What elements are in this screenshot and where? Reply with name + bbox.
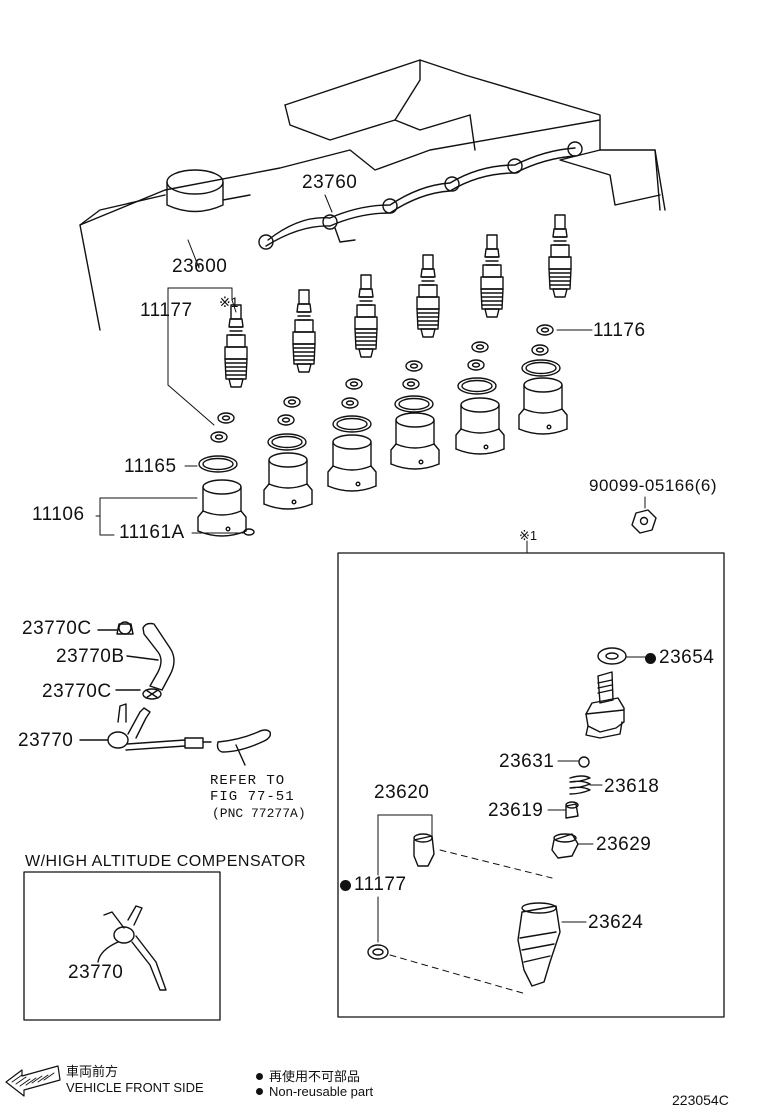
refer-note-line2: FIG 77-51 [210,789,295,805]
label-11161a[interactable]: 11161A [119,522,185,543]
vacuum-hose-assembly [79,621,272,766]
altitude-title: W/HIGH ALTITUDE COMPENSATOR [25,853,307,870]
cylinder-head-outline [79,59,666,331]
nozzle-sleeves [197,377,568,537]
label-23770c-lower[interactable]: 23770C [42,681,112,702]
filled-circle-icon [645,653,656,664]
label-23600[interactable]: 23600 [172,256,228,277]
altitude-compensator-part [97,905,167,991]
injector-2 [292,289,316,373]
nonreusable-legend-jp: 再使用不可部品 [256,1066,360,1085]
injector-detail-parts [367,647,627,987]
injector-6 [548,214,572,298]
label-23624[interactable]: 23624 [588,912,644,933]
diagram-code: 223054C [672,1092,729,1108]
injector-4 [416,254,440,338]
label-23619[interactable]: 23619 [488,800,544,821]
label-23620[interactable]: 23620 [374,782,430,803]
refer-note-line3: (PNC 77277A) [212,806,306,821]
label-23760[interactable]: 23760 [302,172,358,193]
nonreusable-legend-en: Non-reusable part [256,1084,373,1099]
left-arrow-icon [5,1065,61,1097]
label-11177-top[interactable]: 11177 [140,300,193,321]
injector-1 [224,304,248,388]
label-23654[interactable]: 23654 [645,647,714,669]
injector-3 [354,274,378,358]
front-label-jp: 車両前方 [66,1064,119,1079]
label-90099-05166[interactable]: 90099-05166(6) [589,476,717,495]
mark-1-box: ※1 [519,528,538,543]
label-11176[interactable]: 11176 [593,320,646,341]
detail-leaders [377,656,646,995]
injection-pipes [258,141,583,250]
filled-circle-icon [340,880,351,891]
altitude-box [23,871,221,1021]
detail-box [337,552,725,1018]
gasket-11161a [243,528,255,536]
front-label-en: VEHICLE FRONT SIDE [66,1080,204,1095]
label-23629[interactable]: 23629 [596,834,652,855]
label-23770c-upper[interactable]: 23770C [22,618,92,639]
injector-5 [480,234,504,318]
label-23618[interactable]: 23618 [604,776,660,797]
nut-90099 [631,509,657,534]
label-23770-altitude[interactable]: 23770 [68,962,124,983]
label-23770[interactable]: 23770 [18,730,74,751]
label-11165[interactable]: 11165 [124,456,177,477]
label-11177-box[interactable]: 11177 [340,874,407,896]
filled-circle-icon [256,1088,263,1095]
mark-1-top: ※1 [219,294,239,310]
seat-washers [210,324,554,443]
refer-note-line1: REFER TO [210,773,286,789]
o-rings [198,359,561,473]
filled-circle-icon [256,1073,263,1080]
label-23631[interactable]: 23631 [499,751,555,772]
label-11106[interactable]: 11106 [32,504,85,525]
label-23770b[interactable]: 23770B [56,646,125,667]
